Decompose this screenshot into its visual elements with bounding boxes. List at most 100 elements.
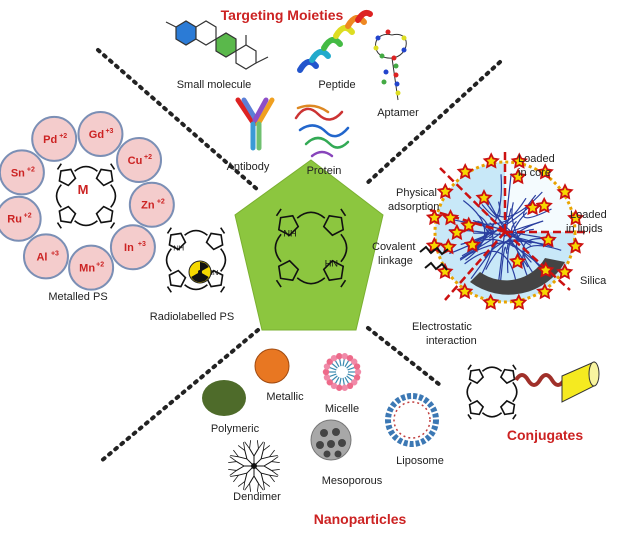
metal-circle-ru	[0, 195, 42, 242]
drug-star	[456, 282, 474, 300]
metal-charge-sn: +2	[27, 166, 35, 173]
hn-label: HN	[325, 258, 338, 268]
label-physical-1: Physical	[396, 187, 437, 199]
protein-icon	[294, 104, 350, 158]
label-physical-2: adsorption	[388, 201, 439, 213]
drug-star	[439, 238, 457, 255]
drug-star	[509, 167, 527, 185]
label-protein: Protein	[307, 165, 342, 177]
metal-charge-al: +3	[51, 250, 59, 257]
metal-circle-mn	[68, 244, 115, 291]
drug-star	[425, 208, 444, 226]
label-electrostatic-1: Electrostatic	[412, 321, 472, 333]
central-pentagon	[234, 159, 384, 331]
label-loaded-core-2: in core	[518, 167, 551, 179]
metal-charge-cu: +2	[144, 154, 152, 161]
drug-star	[510, 293, 528, 310]
label-radiolabelled-ps: Radiolabelled PS	[150, 311, 234, 323]
metal-charge-mn: +2	[96, 262, 104, 269]
metal-center-symbol: M	[78, 182, 89, 197]
polymeric-particle-icon	[202, 380, 246, 416]
title-nanoparticles: Nanoparticles	[314, 511, 407, 527]
label-aptamer: Aptamer	[377, 107, 419, 119]
label-electrostatic-2: interaction	[426, 335, 477, 347]
drug-star	[567, 209, 585, 226]
divider-top-left	[96, 48, 260, 192]
label-peptide: Peptide	[318, 79, 355, 91]
drug-star	[463, 235, 482, 253]
label-loaded-core-1: Loaded	[518, 153, 555, 165]
metal-circle-cu	[116, 137, 163, 184]
metal-charge-pd: +2	[59, 133, 67, 140]
metal-symbol-pd: Pd	[43, 134, 57, 146]
dendrimer-icon	[228, 440, 280, 492]
mesoporous-particle-icon	[310, 419, 352, 461]
metal-circle-gd	[77, 111, 124, 158]
metalled-porphyrin-icon	[55, 163, 117, 229]
liposome-inner-icon	[393, 401, 431, 439]
metal-symbol-ru: Ru	[7, 214, 22, 226]
metal-charge-zn: +2	[157, 199, 165, 206]
metal-symbol-mn: Mn	[79, 263, 95, 275]
drug-star	[456, 162, 474, 180]
divider-top-right	[363, 60, 502, 187]
drug-star	[524, 198, 542, 216]
label-antibody: Antibody	[227, 161, 270, 173]
label-metalled-ps: Metalled PS	[48, 291, 107, 303]
drug-star	[566, 237, 585, 254]
label-metallic: Metallic	[266, 391, 304, 403]
porphyrin-icon: NH HN	[274, 208, 348, 288]
drug-star	[436, 262, 454, 280]
label-loaded-lipids-2: in lipids	[566, 223, 603, 235]
drug-star	[475, 188, 493, 206]
metal-charge-ru: +2	[24, 213, 32, 220]
antibody-fragment-icon	[561, 361, 600, 403]
peptide-helix-icon	[297, 9, 373, 73]
label-silica: Silica	[580, 275, 607, 287]
dna-helix-icon	[514, 373, 566, 387]
label-liposome: Liposome	[396, 455, 444, 467]
metal-circle-zn	[128, 181, 175, 228]
label-small-molecule: Small molecule	[177, 79, 252, 91]
drug-star	[460, 216, 478, 233]
divider-bottom-left	[98, 328, 260, 464]
drug-star	[535, 196, 553, 214]
nh-label: NH	[173, 244, 184, 253]
divider-lines	[96, 48, 502, 464]
drug-star	[536, 163, 554, 180]
metal-circle-in	[109, 224, 156, 271]
metal-symbol-al: Al	[36, 251, 47, 263]
metal-charge-in: +3	[138, 241, 146, 248]
metal-symbol-cu: Cu	[128, 155, 143, 167]
title-targeting: Targeting Moieties	[221, 7, 344, 23]
micelle-icon	[322, 353, 362, 391]
drug-star	[539, 231, 557, 248]
metal-circle-sn	[0, 149, 45, 196]
metal-symbol-gd: Gd	[89, 129, 104, 141]
metallic-particle-icon	[254, 348, 290, 384]
conjugate-porphyrin-icon	[466, 364, 518, 420]
drug-star	[441, 208, 460, 226]
label-covalent-1: Covalent	[372, 241, 415, 253]
metal-circle-al	[22, 233, 69, 280]
metal-circle-pd	[31, 115, 78, 162]
label-dendimer: Dendimer	[233, 491, 281, 503]
title-conjugates: Conjugates	[507, 427, 583, 443]
drug-star	[556, 263, 574, 280]
divider-bottom-right	[366, 326, 442, 387]
small-molecule-icon	[165, 20, 269, 70]
drug-star	[537, 261, 555, 278]
radiation-icon	[188, 260, 212, 284]
metal-circle-ring: Gd+3Cu+2Zn+2In+3Mn+2Al+3Ru+2Sn+2Pd+2	[0, 111, 175, 291]
silica-nanoparticle-icon	[419, 150, 590, 310]
drug-star	[436, 182, 454, 200]
label-loaded-lipids-1: Loaded	[570, 209, 607, 221]
drug-star	[508, 252, 527, 269]
drug-star	[510, 152, 528, 169]
metal-symbol-zn: Zn	[141, 200, 155, 212]
drug-star	[448, 223, 466, 241]
nh-label: NH	[283, 229, 296, 239]
label-micelle: Micelle	[325, 403, 359, 415]
